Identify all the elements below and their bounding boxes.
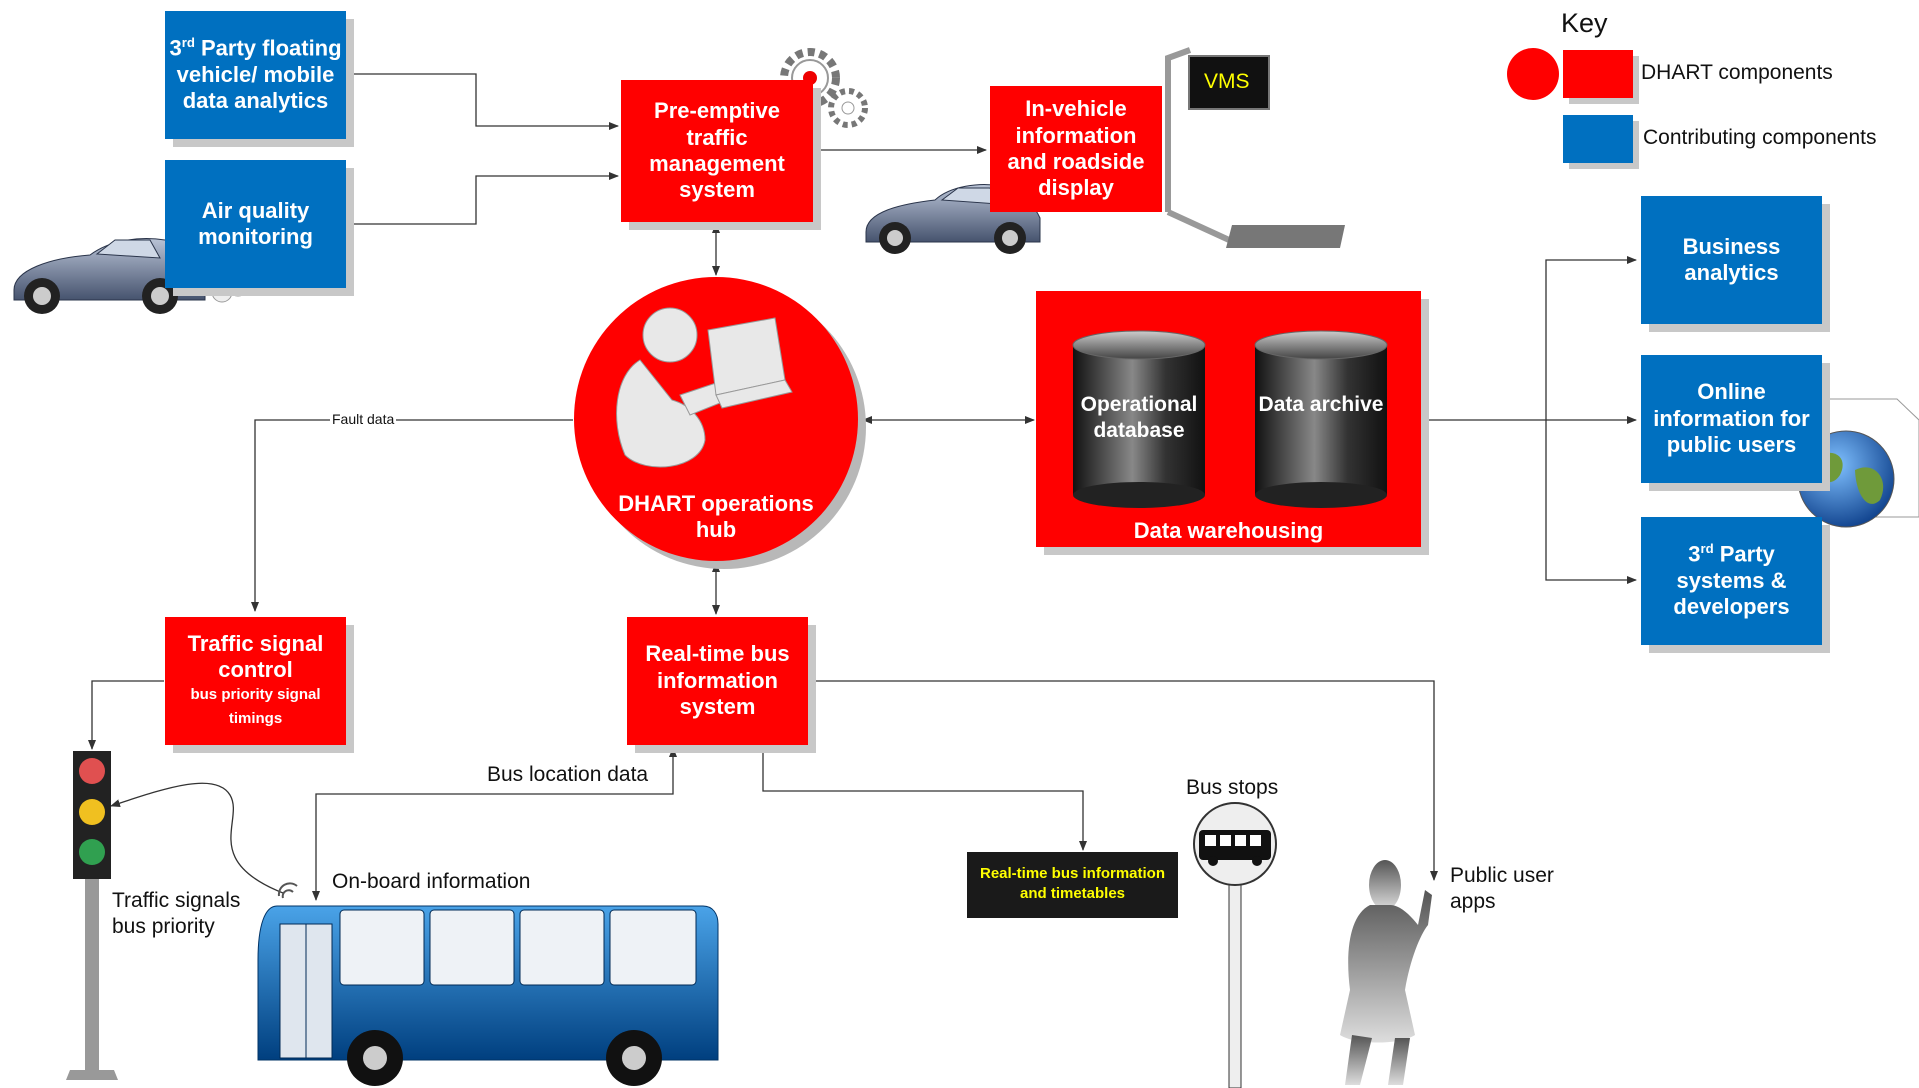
box-air-quality: Air quality monitoring xyxy=(165,160,346,288)
box-third-party-floating: 3rd Party floating vehicle/ mobile data … xyxy=(165,11,346,139)
online-info-label: Online information for public users xyxy=(1653,379,1810,458)
arrow-bus-location xyxy=(312,747,677,901)
onboard-label: On-board information xyxy=(332,870,531,893)
arrow-to-third-party xyxy=(1545,420,1637,584)
traffic-signal-sub-label: bus priority signal timings xyxy=(190,686,321,728)
box-preemptive: Pre-emptive traffic management system xyxy=(621,80,813,222)
car-exhaust-icon xyxy=(13,238,270,314)
arrow-fault-data xyxy=(251,419,573,612)
arrow-rtbus-to-display xyxy=(762,746,1087,851)
traffic-signal-label: Traffic signal control xyxy=(187,630,324,682)
key-contributing-label: Contributing components xyxy=(1643,126,1877,149)
third-party-systems-label: 3rd Party systems & developers xyxy=(1673,541,1790,620)
bus-icon xyxy=(257,882,719,1086)
box-in-vehicle: In-vehicle information and roadside disp… xyxy=(990,86,1162,212)
data-warehousing-label: Data warehousing xyxy=(1133,518,1324,543)
box-third-party-systems: 3rd Party systems & developers xyxy=(1641,517,1822,645)
in-vehicle-label: In-vehicle information and roadside disp… xyxy=(1007,96,1145,201)
arrow-floating-to-preemptive xyxy=(348,73,619,130)
business-analytics-label: Business analytics xyxy=(1682,233,1781,285)
arrow-signal-to-light xyxy=(88,680,164,750)
box-business-analytics: Business analytics xyxy=(1641,196,1822,324)
data-archive-label: Data archive xyxy=(1258,393,1384,416)
box-online-info: Online information for public users xyxy=(1641,355,1822,483)
data-warehouse-panel xyxy=(1036,291,1429,555)
public-user-apps-label: Public user apps xyxy=(1450,864,1554,914)
arrow-airquality-to-preemptive xyxy=(348,172,619,225)
bus-location-label: Bus location data xyxy=(487,763,649,786)
box-rtbus: Real-time bus information system xyxy=(627,617,808,745)
vms-label: VMS xyxy=(1204,70,1250,93)
key-dhart-label: DHART components xyxy=(1641,61,1833,84)
operator-icon xyxy=(616,307,793,468)
preemptive-label: Pre-emptive traffic management system xyxy=(649,98,785,203)
key-swatches xyxy=(1507,48,1639,169)
rt-display-label: Real-time bus information and timetables xyxy=(979,865,1166,902)
arrow-bus-to-signal xyxy=(110,782,284,894)
arrow-rtbus-to-apps xyxy=(811,680,1438,881)
third-party-floating-label: 3rd Party floating vehicle/ mobile data … xyxy=(169,35,342,114)
arrow-warehouse-outputs xyxy=(1420,256,1637,421)
hub-label: DHART operations hub xyxy=(618,491,814,543)
traffic-signals-bus-label: Traffic signals bus priority xyxy=(112,889,241,939)
key-title: Key xyxy=(1561,8,1608,38)
connectors xyxy=(88,73,1637,901)
operational-db-label: Operational database xyxy=(1080,393,1198,443)
hub-circle xyxy=(574,277,866,569)
public-user-silhouette xyxy=(1340,860,1432,1085)
bus-stop-icon xyxy=(1193,802,1277,1088)
traffic-light-icon xyxy=(66,751,118,1080)
fault-data-label: Fault data xyxy=(330,411,397,427)
bus-stops-label: Bus stops xyxy=(1186,776,1279,799)
box-traffic-signal: Traffic signal control bus priority sign… xyxy=(165,617,346,745)
vms-sign-icon xyxy=(1165,47,1345,248)
rtbus-label: Real-time bus information system xyxy=(645,641,790,720)
rt-display-board xyxy=(967,852,1178,918)
air-quality-label: Air quality monitoring xyxy=(198,197,313,249)
